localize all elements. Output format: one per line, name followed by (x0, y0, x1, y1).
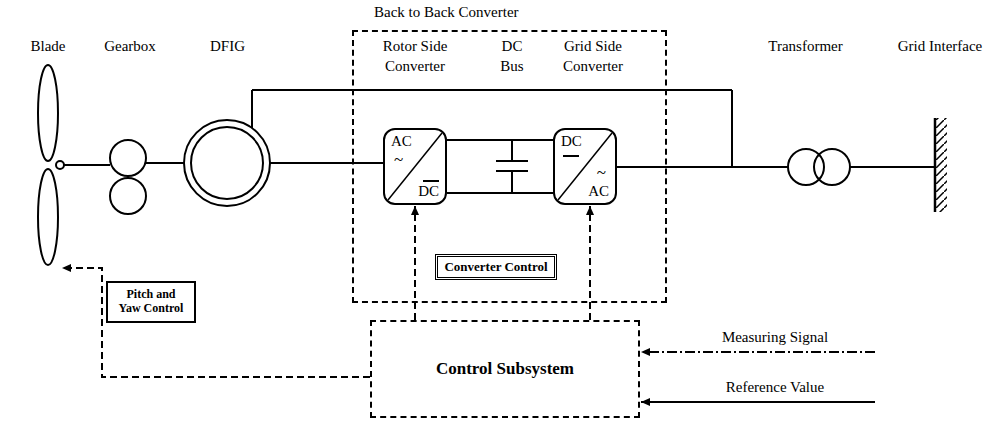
reference-value-line (641, 401, 875, 403)
box-label: Pitch and Yaw Control (116, 288, 186, 316)
component-label: DFIG (200, 36, 255, 56)
component-label: Gearbox (95, 36, 165, 56)
pitch-yaw-control-box: Pitch and Yaw Control (106, 281, 196, 323)
dfig-symbol (184, 90, 732, 206)
signal-label: Reference Value (700, 377, 850, 397)
dc-dash (563, 155, 579, 157)
converter-label: AC (588, 183, 609, 200)
box-label: Back to Back Converter (374, 4, 519, 21)
diagonal-line (388, 133, 442, 200)
component-label: Rotor Side Converter (375, 36, 455, 76)
converter-label: ~ (394, 150, 403, 170)
measuring-signal-line (641, 351, 875, 353)
converter-control-box: Converter Control (435, 254, 557, 280)
signal-label: Measuring Signal (700, 327, 850, 347)
pitch-control-line (62, 268, 370, 377)
rotor-side-converter: AC~ DC (383, 128, 447, 205)
box-label: Control Subsystem (436, 359, 574, 379)
converter-label: DC (418, 183, 439, 200)
component-label: Grid Interface (885, 36, 995, 56)
component-label: Transformer (758, 36, 853, 56)
converter-label: AC (391, 133, 412, 150)
diagonal-line (558, 133, 612, 200)
blade-symbol (38, 65, 110, 265)
transformer-symbol (617, 149, 935, 185)
component-label: Grid Side Converter (553, 36, 633, 76)
control-subsystem-box: Control Subsystem (370, 320, 640, 418)
converter-label: ~ (597, 163, 606, 183)
component-label: Blade (18, 36, 78, 56)
grid-side-converter: DC ~AC (553, 128, 617, 205)
dc-dash (423, 180, 439, 182)
gearbox-symbol (110, 140, 184, 214)
dc-bus-symbol (447, 140, 553, 193)
converter-label: DC (561, 133, 582, 150)
grid-symbol (935, 118, 947, 212)
box-label: Converter Control (444, 260, 547, 275)
component-label: DC Bus (492, 36, 532, 76)
